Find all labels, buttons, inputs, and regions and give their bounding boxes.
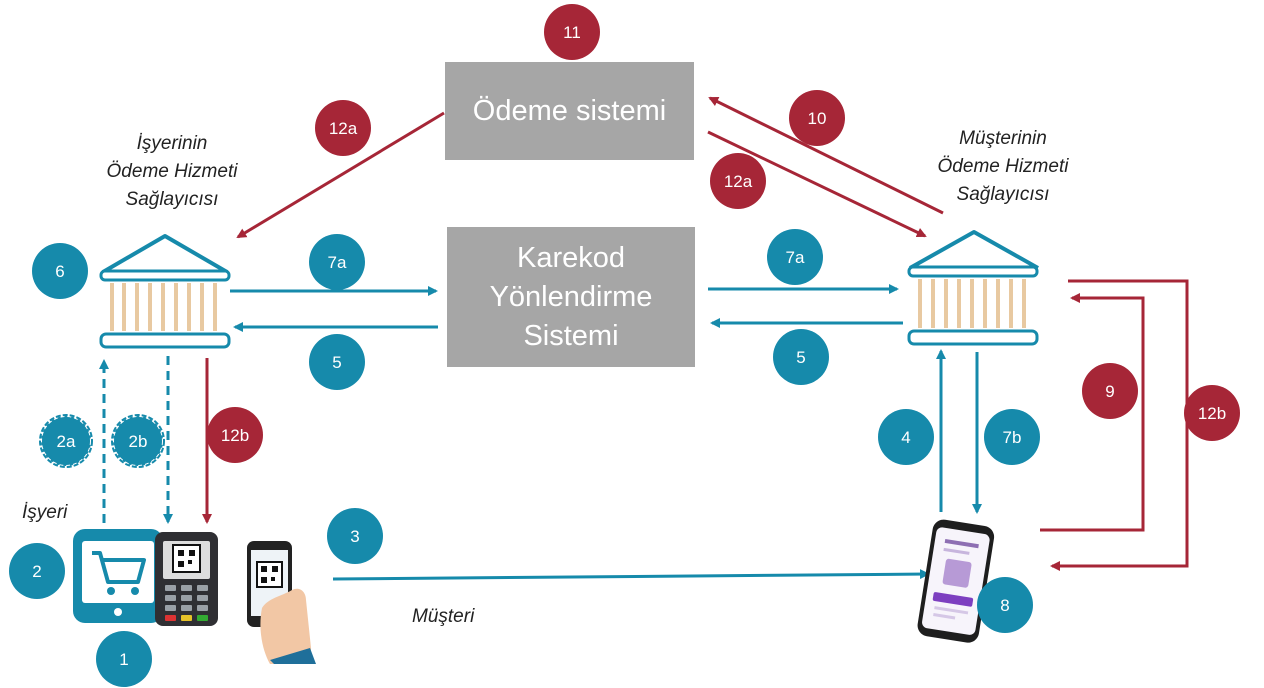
badge-label: 12a (329, 119, 358, 138)
badge-label: 1 (119, 650, 128, 669)
badge-circle (327, 508, 383, 564)
badge-circle (9, 543, 65, 599)
badge-label: 9 (1105, 382, 1114, 401)
badge-label: 7b (1003, 428, 1022, 447)
badge-circle (544, 4, 600, 60)
badge-label: 7a (328, 253, 347, 272)
step-badge-b8: 8 (977, 577, 1033, 633)
badge-circle (309, 334, 365, 390)
step-badge-b11: 11 (544, 4, 600, 60)
arrow-10 (708, 96, 944, 215)
badge-label: 2 (32, 562, 41, 581)
customer-psp-line-1: Müşterinin (959, 128, 1047, 149)
payment-system-label: Ödeme sistemi (472, 94, 667, 127)
badge-circle (315, 100, 371, 156)
step-badge-b5-left: 5 (309, 334, 365, 390)
step-badge-b6: 6 (32, 243, 88, 299)
hand-phone-qr-icon (247, 541, 316, 664)
badge-dashed-ring (39, 414, 93, 468)
pos-terminal-icon (155, 532, 218, 626)
badge-label: 2b (129, 432, 148, 451)
merchant-psp-line-1: İşyerinin (136, 133, 208, 154)
merchant-bank-icon (99, 234, 231, 349)
arrow-12a-left (236, 111, 445, 239)
badge-label: 5 (332, 353, 341, 372)
badge-circle (984, 409, 1040, 465)
merchant-psp-line-2: Ödeme Hizmeti (106, 161, 238, 182)
badge-circle (207, 407, 263, 463)
arrow-12b-right (1050, 279, 1189, 571)
step-badge-b7a-left: 7a (309, 234, 365, 290)
badge-label: 12a (724, 172, 753, 191)
badge-dashed-ring (111, 414, 165, 468)
step-badge-b12b-left: 12b (207, 407, 263, 463)
badge-label: 6 (55, 262, 64, 281)
badge-circle (1082, 363, 1138, 419)
step-badge-b9: 9 (1082, 363, 1138, 419)
badge-circle (1184, 385, 1240, 441)
arrow-9 (1040, 293, 1145, 532)
step-badge-b12a-left: 12a (315, 100, 371, 156)
qr-routing-system-box: Karekod Yönlendirme Sistemi (447, 227, 695, 367)
badge-circle (710, 153, 766, 209)
badges-layer: 11 12a 10 12a 6 7a 7a 5 5 2a 2b 12b 9 12b 4 7b 3 2 1 8 (9, 4, 1240, 687)
step-badge-b5-right: 5 (773, 329, 829, 385)
customer-label: Müşteri (412, 606, 475, 627)
step-badge-b10: 10 (789, 90, 845, 146)
payment-system-box: Ödeme sistemi (445, 62, 694, 160)
arrow-3 (332, 569, 930, 581)
badge-label: 7a (786, 248, 805, 267)
step-badge-b12a-right: 12a (710, 153, 766, 209)
badge-label: 12b (221, 426, 249, 445)
qr-routing-line-2: Yönlendirme (489, 280, 653, 313)
badge-circle (309, 234, 365, 290)
customer-psp-line-2: Ödeme Hizmeti (937, 156, 1069, 177)
qr-routing-line-1: Karekod (516, 241, 625, 274)
badge-circle (32, 243, 88, 299)
step-badge-b7b: 7b (984, 409, 1040, 465)
badge-label: 5 (796, 348, 805, 367)
customer-psp-label: Müşterinin Ödeme Hizmeti Sağlayıcısı (893, 126, 1113, 207)
step-badge-b1: 1 (96, 631, 152, 687)
badge-label: 12b (1198, 404, 1226, 423)
step-badge-b12b-right: 12b (1184, 385, 1240, 441)
step-badge-b7a-right: 7a (767, 229, 823, 285)
step-badge-b3: 3 (327, 508, 383, 564)
step-badge-b4: 4 (878, 409, 934, 465)
badge-circle (878, 409, 934, 465)
step-badge-b2a: 2a (39, 414, 93, 468)
customer-smartphone-icon (917, 519, 995, 643)
merchant-psp-line-3: Sağlayıcısı (125, 189, 219, 210)
badge-label: 4 (901, 428, 910, 447)
qr-routing-line-3: Sistemi (523, 319, 619, 352)
badge-circle (789, 90, 845, 146)
badge-circle (767, 229, 823, 285)
step-badge-b2b: 2b (111, 414, 165, 468)
badge-circle (977, 577, 1033, 633)
customer-psp-line-3: Sağlayıcısı (956, 184, 1050, 205)
badge-label: 3 (350, 527, 359, 546)
merchant-label: İşyeri (22, 502, 68, 523)
badge-label: 8 (1000, 596, 1009, 615)
badge-circle (773, 329, 829, 385)
badge-label: 11 (563, 23, 581, 42)
arrow-12a-right (707, 130, 927, 238)
merchant-tablet-cart-icon (73, 529, 163, 623)
badge-circle (96, 631, 152, 687)
badge-label: 10 (808, 109, 827, 128)
step-badge-b2: 2 (9, 543, 65, 599)
customer-bank-icon (907, 230, 1039, 346)
merchant-psp-label: İşyerinin Ödeme Hizmeti Sağlayıcısı (62, 131, 282, 212)
badge-label: 2a (57, 432, 76, 451)
